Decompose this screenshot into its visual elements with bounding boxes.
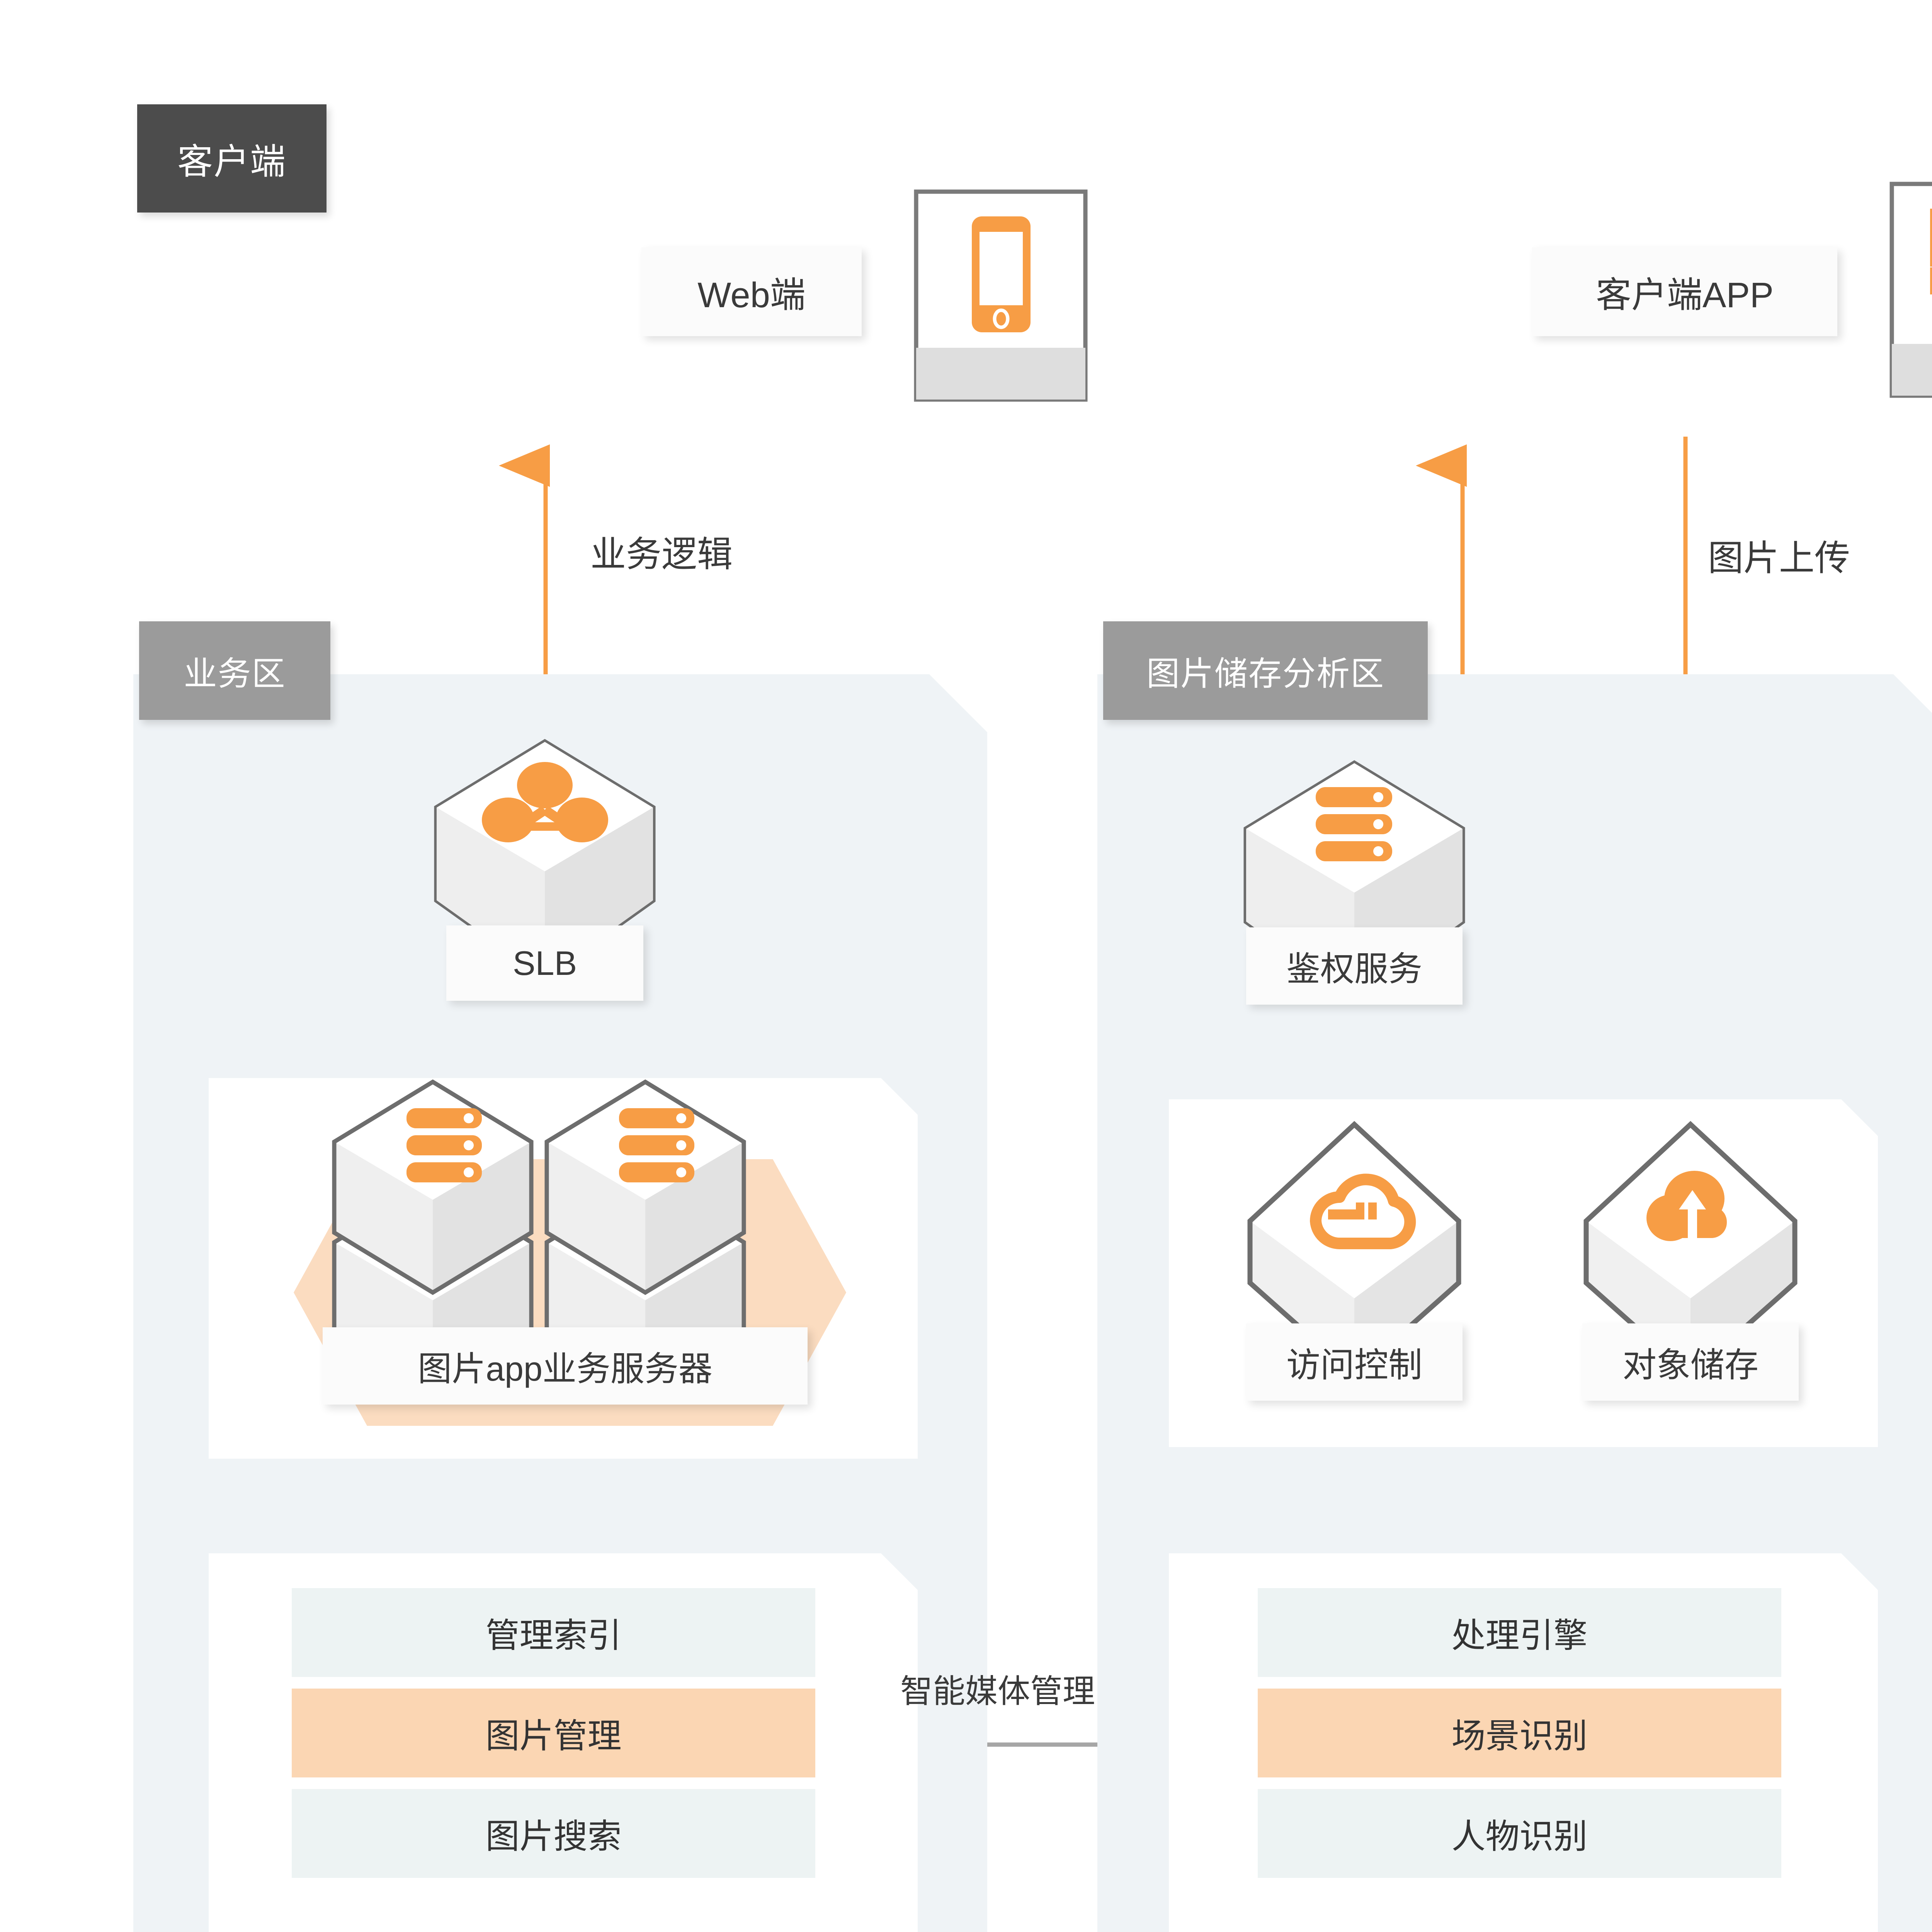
object-storage-text: 对象储存 — [1622, 1345, 1759, 1384]
business-feature-0[interactable]: 管理索引 — [292, 1588, 815, 1677]
mobile-phone-icon — [914, 189, 1088, 402]
object-storage-label[interactable]: 对象储存 — [1582, 1323, 1799, 1401]
analysis-feature-2[interactable]: 人物识别 — [1258, 1789, 1781, 1878]
zone-tab-client[interactable]: 客户端 — [137, 104, 327, 213]
flow-label-smart-media-management: 智能媒体管理 — [900, 1673, 1095, 1709]
business-feature-2[interactable]: 图片搜索 — [292, 1789, 815, 1878]
zone-tab-storage[interactable]: 图片储存分析区 — [1103, 621, 1428, 720]
slb-node-label[interactable]: SLB — [446, 925, 643, 1001]
slb-node-icon[interactable] — [429, 734, 661, 989]
zone-tab-storage-label: 图片储存分析区 — [1146, 655, 1384, 692]
access-control-label[interactable]: 访问控制 — [1246, 1323, 1463, 1401]
desktop-monitor-icon — [1889, 182, 1932, 398]
auth-service-label[interactable]: 鉴权服务 — [1246, 927, 1463, 1005]
zone-tab-client-label: 客户端 — [177, 142, 286, 182]
analysis-feature-0[interactable]: 处理引擎 — [1258, 1588, 1781, 1677]
auth-service-text: 鉴权服务 — [1286, 949, 1422, 988]
slb-node-text: SLB — [512, 944, 577, 982]
client-node-web-text: Web端 — [697, 275, 806, 315]
zone-tab-business[interactable]: 业务区 — [139, 621, 330, 720]
zone-tab-business-label: 业务区 — [184, 655, 286, 692]
client-node-app-label[interactable]: 客户端APP — [1532, 247, 1837, 336]
app-servers-label[interactable]: 图片app业务服务器 — [323, 1327, 808, 1405]
flow-label-image-upload: 图片上传 — [1708, 539, 1850, 578]
business-feature-1[interactable]: 图片管理 — [292, 1689, 815, 1777]
client-node-app-text: 客户端APP — [1595, 275, 1774, 315]
client-node-web-label[interactable]: Web端 — [641, 247, 862, 336]
flow-label-business-logic: 业务逻辑 — [590, 535, 733, 574]
app-servers-text: 图片app业务服务器 — [418, 1349, 713, 1388]
analysis-feature-1[interactable]: 场景识别 — [1258, 1689, 1781, 1777]
access-control-text: 访问控制 — [1286, 1345, 1422, 1384]
